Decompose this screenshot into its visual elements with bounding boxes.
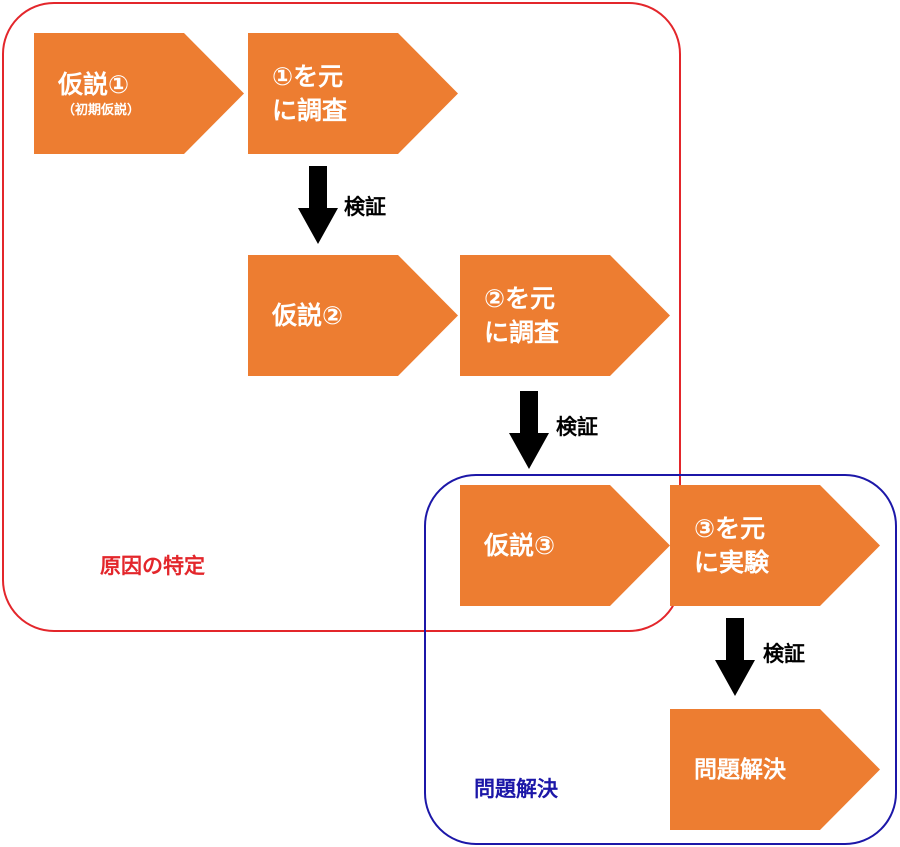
solve-region-label: 問題解決 (474, 777, 558, 801)
problem-solving-region (424, 474, 897, 845)
verify-label-1: 検証 (344, 195, 386, 219)
cause-region-label: 原因の特定 (100, 554, 205, 578)
step-hypothesis-3-title: 仮説③ (484, 530, 556, 560)
cause-identification-region (2, 2, 681, 632)
step-problem-solved-title: 問題解決 (694, 756, 786, 783)
step-investigate-1-line2: に調査 (272, 95, 348, 125)
step-experiment-3-line2: に実験 (694, 547, 770, 577)
step-experiment-3-line1: ③を元 (694, 513, 766, 543)
step-hypothesis-1-subtitle: （初期仮説） (62, 102, 141, 118)
step-investigate-2-line2: に調査 (484, 317, 560, 347)
step-hypothesis-1-title: 仮説① (58, 69, 130, 99)
verify-label-3: 検証 (763, 642, 805, 666)
step-hypothesis-2-title: 仮説② (272, 300, 344, 330)
step-investigate-2-line1: ②を元 (484, 283, 556, 313)
verify-label-2: 検証 (556, 415, 598, 439)
step-investigate-1-line1: ①を元 (272, 61, 344, 91)
